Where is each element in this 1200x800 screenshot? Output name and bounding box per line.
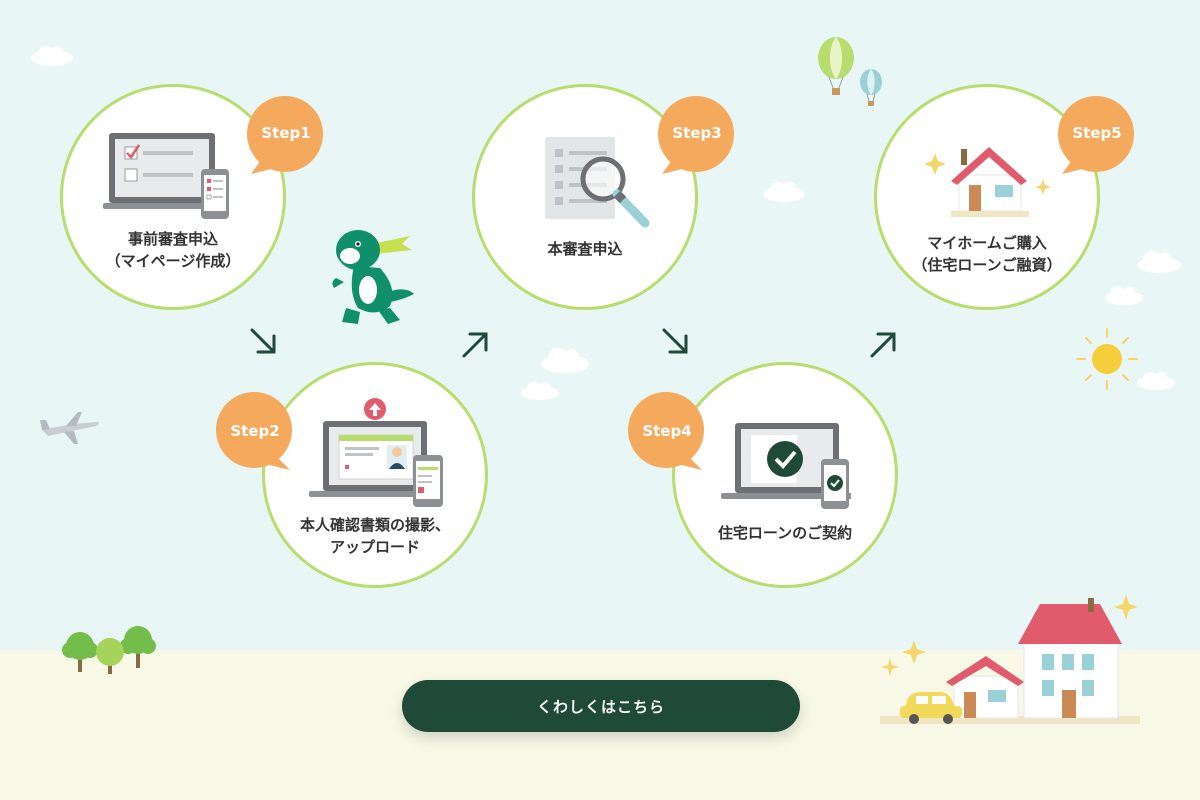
tree-icon <box>62 626 156 674</box>
house-scene <box>880 594 1140 724</box>
house-icon <box>925 147 1051 217</box>
cloud-icon <box>763 182 805 202</box>
step-5-label: マイホームご購入 （住宅ローンご融資） <box>912 234 1062 274</box>
arrow-down-right-icon <box>250 328 276 354</box>
step-4-badge: Step4 <box>626 390 708 478</box>
step-2-card: 本人確認書類の撮影、 アップロード <box>262 362 488 588</box>
step-1-label: 事前審査申込 （マイページ作成） <box>105 230 241 270</box>
step-2-badge: Step2 <box>214 390 296 478</box>
step-2-label: 本人確認書類の撮影、 アップロード <box>299 516 450 556</box>
step-1-badge: Step1 <box>245 94 327 182</box>
cloud-icon <box>1137 372 1175 390</box>
document-magnifier-icon <box>545 137 650 228</box>
sparkle-icon <box>902 640 926 664</box>
arrow-down-right-icon <box>662 328 688 354</box>
details-button[interactable]: くわしくはこちら <box>402 680 800 732</box>
airplane-icon <box>40 412 99 444</box>
step-3-label: 本審査申込 <box>547 240 623 258</box>
laptop-checklist-icon <box>103 133 229 219</box>
arrow-up-right-icon <box>870 332 896 358</box>
mascot-character <box>332 230 414 324</box>
laptop-checkmark-icon <box>721 423 851 509</box>
car-icon <box>900 692 962 724</box>
smartphone-icon <box>201 169 229 219</box>
hot-air-balloon-icon <box>860 69 882 106</box>
step-3-badge: Step3 <box>656 94 738 182</box>
cloud-icon <box>1105 286 1143 305</box>
arrow-up-right-icon <box>462 332 488 358</box>
laptop-id-upload-icon <box>309 398 443 507</box>
cloud-icon <box>541 348 589 373</box>
hot-air-balloon-icon <box>818 37 854 95</box>
sun-icon <box>1076 328 1138 390</box>
step-1-card: 事前審査申込 （マイページ作成） <box>60 84 286 310</box>
smartphone-icon <box>413 455 443 507</box>
step-5-badge: Step5 <box>1056 94 1138 182</box>
step-4-card: 住宅ローンのご契約 <box>672 362 898 588</box>
sparkle-icon <box>1114 594 1138 620</box>
step-4-label: 住宅ローンのご契約 <box>717 524 853 542</box>
sparkle-icon <box>881 658 899 676</box>
cloud-icon <box>31 46 73 66</box>
cloud-icon <box>521 382 559 400</box>
cloud-icon <box>1137 251 1181 273</box>
smartphone-icon <box>821 459 849 509</box>
